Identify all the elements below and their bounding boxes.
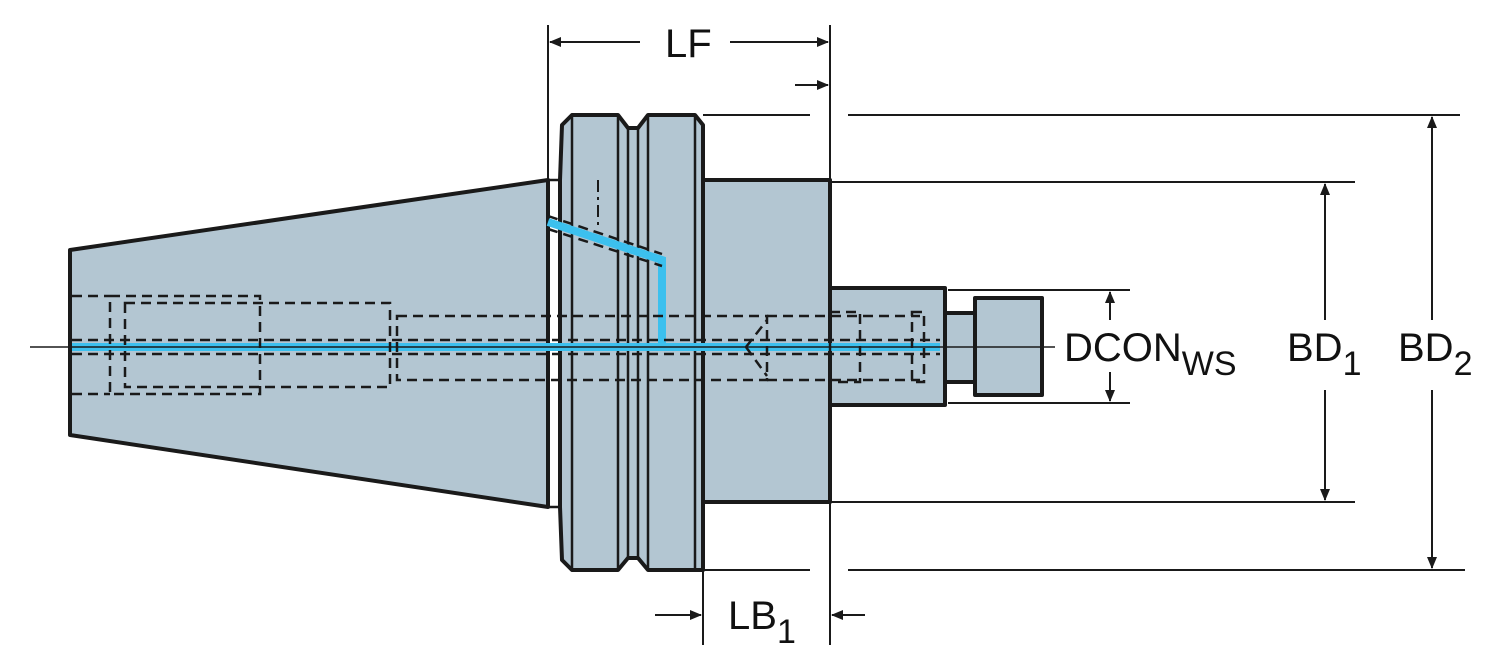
lb1-text: LB [728,594,777,638]
flange-grooves [548,115,697,570]
bd2-text: BD [1398,326,1454,370]
bd2-subscript: 2 [1453,345,1473,383]
label-lb1: LB1 [728,596,796,649]
lb1-subscript: 1 [776,613,796,651]
bd1-text: BD [1287,326,1343,370]
flange [558,113,705,572]
label-lf: LF [665,22,712,66]
hidden-lines [72,214,940,396]
label-dcon-ws: DCONWS [1064,328,1237,381]
dcon-text: DCON [1064,326,1182,370]
dcon-subscript: WS [1181,345,1237,383]
label-bd2: BD2 [1398,328,1473,381]
label-bd1: BD1 [1287,328,1362,381]
dimension-lines [547,25,1465,645]
bd1-subscript: 1 [1342,345,1362,383]
